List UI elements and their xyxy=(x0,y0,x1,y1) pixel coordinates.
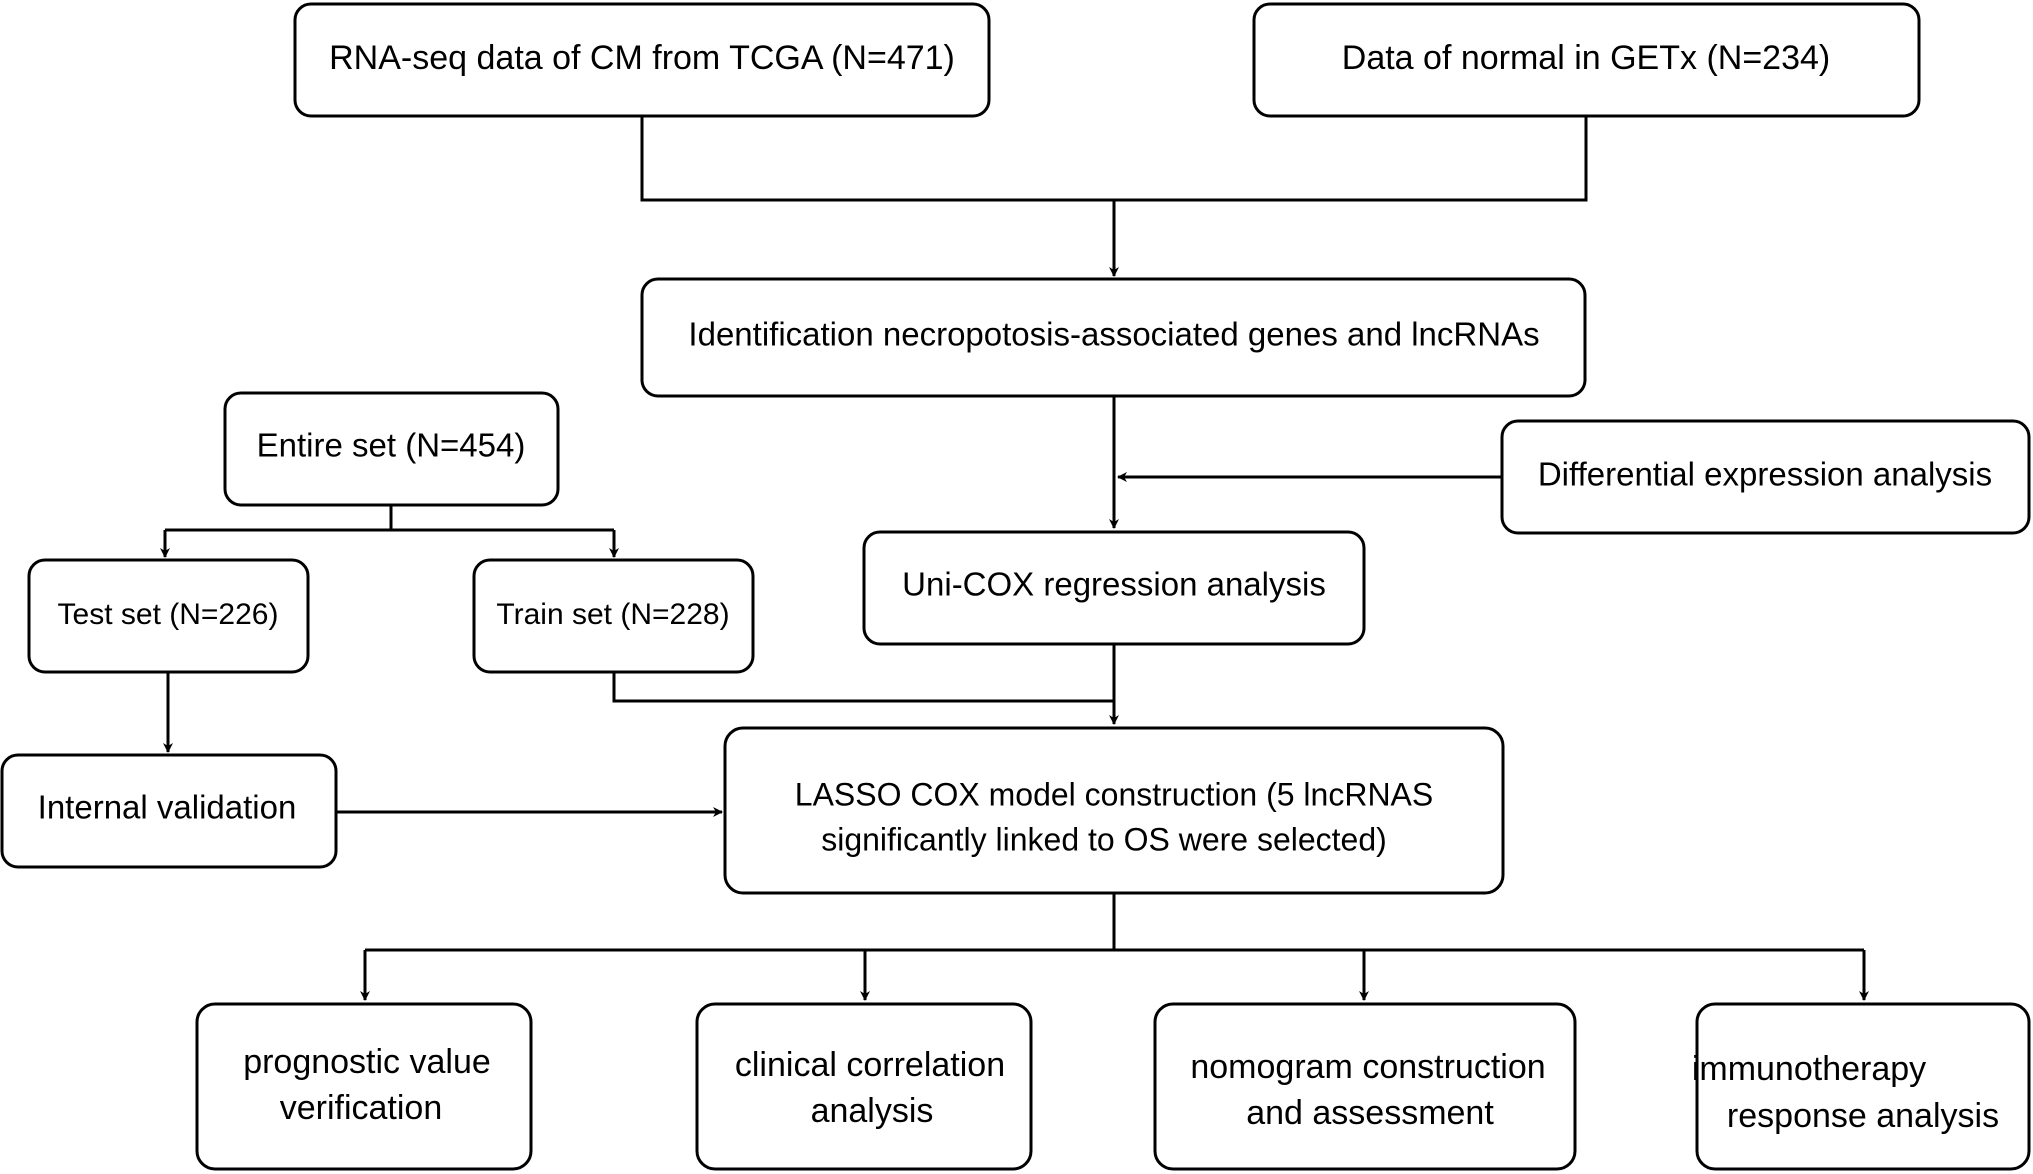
node-lasso-label-line2: significantly linked to OS were selected… xyxy=(821,821,1387,857)
node-uni-cox: Uni-COX regression analysis xyxy=(862,530,1366,646)
connector-tcga-merge xyxy=(640,115,1588,202)
node-prognostic-label-line1: prognostic value xyxy=(243,1043,491,1081)
node-test-set-label: Test set (N=226) xyxy=(58,598,279,631)
node-gtex: Data of normal in GETx (N=234) xyxy=(1252,2,1921,118)
node-lasso-label-line1: LASSO COX model construction (5 lncRNAS xyxy=(795,776,1433,812)
node-immunotherapy-label-line2: response analysis xyxy=(1727,1097,1999,1135)
node-clinical: clinical correlation analysis xyxy=(695,1002,1033,1171)
node-differential-label: Differential expression analysis xyxy=(1538,456,1992,493)
node-differential: Differential expression analysis xyxy=(1500,419,2031,535)
node-uni-cox-label: Uni-COX regression analysis xyxy=(902,566,1326,603)
node-train-set: Train set (N=228) xyxy=(472,558,755,674)
node-prognostic: prognostic value verification xyxy=(195,1002,533,1171)
node-tcga: RNA-seq data of CM from TCGA (N=471) xyxy=(293,2,991,118)
node-identification-label: Identification necropotosis-associated g… xyxy=(688,316,1539,353)
node-immunotherapy: immunotherapy response analysis xyxy=(1692,1002,2031,1171)
node-train-set-label: Train set (N=228) xyxy=(496,598,729,631)
node-nomogram-label-line2: and assessment xyxy=(1246,1094,1494,1132)
node-clinical-label-line2: analysis xyxy=(811,1092,934,1130)
node-gtex-label: Data of normal in GETx (N=234) xyxy=(1342,39,1830,77)
node-lasso: LASSO COX model construction (5 lncRNAS … xyxy=(723,726,1505,895)
node-tcga-label: RNA-seq data of CM from TCGA (N=471) xyxy=(329,39,955,77)
node-identification: Identification necropotosis-associated g… xyxy=(640,277,1587,398)
node-clinical-label-line1: clinical correlation xyxy=(735,1046,1005,1084)
node-entire-set: Entire set (N=454) xyxy=(223,391,560,507)
node-test-set: Test set (N=226) xyxy=(27,558,310,674)
node-internal-validation: Internal validation xyxy=(0,753,338,869)
node-nomogram-label-line1: nomogram construction xyxy=(1190,1048,1545,1086)
node-internal-validation-label: Internal validation xyxy=(38,789,297,826)
connectors xyxy=(160,115,1869,1001)
node-nomogram: nomogram construction and assessment xyxy=(1153,1002,1577,1171)
node-immunotherapy-label-line1: immunotherapy xyxy=(1692,1050,1926,1088)
connector-train-to-lasso xyxy=(612,672,1114,703)
node-entire-set-label: Entire set (N=454) xyxy=(257,427,526,464)
node-prognostic-label-line2: verification xyxy=(280,1089,443,1127)
